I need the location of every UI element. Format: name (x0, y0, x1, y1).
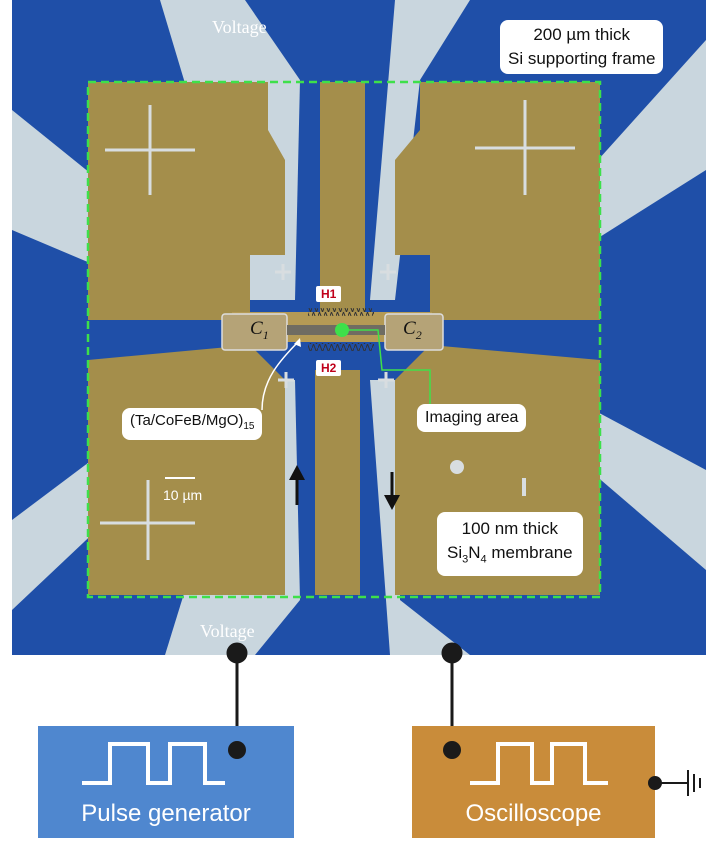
frame-label-line2: Si supporting frame (508, 49, 656, 68)
multilayer-leader-line (261, 339, 301, 411)
heater-h1-coil (308, 308, 374, 316)
scope-waveform-icon (470, 742, 608, 785)
pulse-generator-label: Pulse generator (81, 800, 251, 827)
si-subscript: 3 (462, 553, 469, 566)
imaging-area-label: Imaging area (417, 404, 527, 432)
c2-letter: C (403, 318, 416, 339)
scale-bar-label: 10 µm (163, 487, 203, 503)
n-subscript: 4 (480, 553, 487, 566)
voltage-bottom-label: Voltage (200, 621, 255, 641)
si-text: Si (447, 543, 463, 562)
membrane-label: 100 nm thick Si3N4 membrane (437, 512, 583, 577)
alignment-marks (100, 100, 575, 560)
hole-mark (450, 460, 464, 474)
voltage-top-label: Voltage (212, 17, 267, 37)
slot-mark (522, 478, 526, 496)
imaging-leader-line (342, 329, 431, 410)
heater-h1-label: H1 (316, 286, 342, 302)
oscilloscope-label: Oscilloscope (465, 800, 602, 827)
membrane-label-line1: 100 nm thick (461, 519, 559, 538)
arrow-up-icon (289, 465, 305, 505)
ground-icon (648, 770, 701, 796)
heater-h2-label: H2 (316, 360, 342, 376)
membrane-label-line2: Si3N4 membrane (447, 541, 573, 571)
frame-label-line1: 200 µm thick (533, 25, 631, 44)
heater-h2-coil (308, 343, 374, 351)
multilayer-subscript: 15 (243, 421, 255, 432)
n-text: N (468, 543, 481, 562)
multilayer-label: (Ta/CoFeB/MgO)15 (122, 408, 263, 440)
multilayer-arrowhead (294, 338, 301, 347)
contact-c1-label: C1 (250, 318, 269, 343)
c1-letter: C (250, 318, 263, 339)
multilayer-text: (Ta/CoFeB/MgO) (130, 412, 244, 429)
membrane-word: membrane (486, 543, 573, 562)
frame-label: 200 µm thick Si supporting frame (500, 20, 664, 74)
c1-subscript: 1 (262, 327, 269, 342)
c2-subscript: 2 (415, 327, 422, 342)
pulse-waveform-icon (82, 742, 225, 785)
contact-c2-label: C2 (403, 318, 422, 343)
membrane-boundary-dashed (86, 80, 602, 599)
arrow-down-icon (384, 472, 400, 510)
